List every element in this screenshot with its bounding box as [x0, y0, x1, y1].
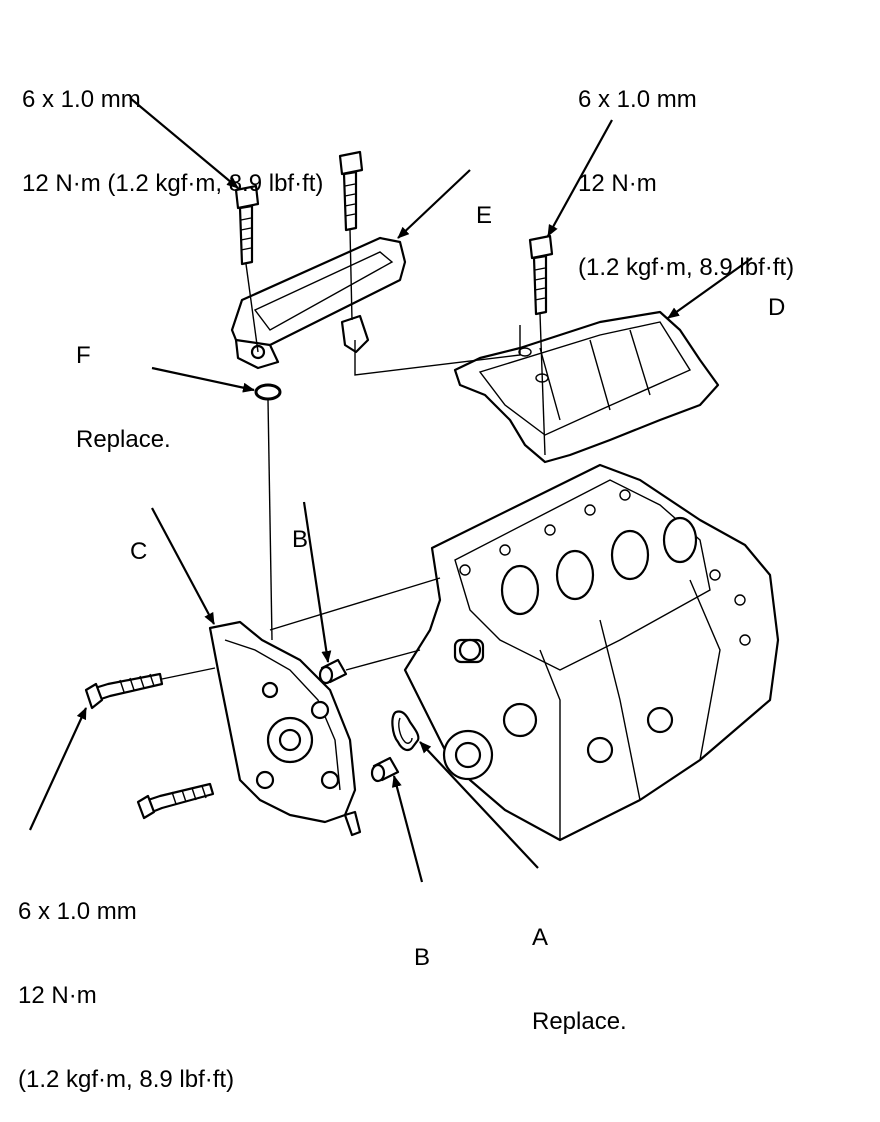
- alignment-lines: [161, 229, 546, 680]
- bolt-size-label: 6 x 1.0 mm: [578, 86, 697, 113]
- bolt-size-label: 6 x 1.0 mm: [18, 898, 137, 925]
- part-letter: E: [476, 202, 493, 229]
- oil-strainer-icon: [230, 236, 407, 370]
- bolt-strainer-right-icon: [338, 150, 364, 232]
- o-ring-gasket-icon: [391, 710, 420, 752]
- callout-a: A Replace.: [532, 868, 627, 1064]
- callout-e: E: [476, 146, 492, 258]
- part-letter: B: [292, 526, 309, 553]
- torque-spec-top-left: 6 x 1.0 mm 12 N·m (1.2 kgf·m, 8.9 lbf·ft…: [22, 30, 323, 226]
- oil-pump-icon: [208, 620, 362, 837]
- baffle-plate-icon: [453, 310, 720, 464]
- callout-d: D: [768, 238, 785, 350]
- torque-spec-top-right: 6 x 1.0 mm 12 N·m (1.2 kgf·m, 8.9 lbf·ft…: [578, 30, 794, 310]
- bolt-baffle-icon: [528, 234, 554, 316]
- dowel-pin-icon: [318, 658, 400, 783]
- leader-lines: [29, 97, 753, 883]
- callout-f: F Replace.: [76, 286, 171, 482]
- part-letter: F: [76, 342, 91, 369]
- engine-block: [403, 463, 780, 842]
- part-note: Replace.: [76, 426, 171, 453]
- bolt-pump-lower-icon: [136, 782, 215, 820]
- bolt-size-label: 6 x 1.0 mm: [22, 86, 141, 113]
- part-letter: B: [414, 944, 431, 971]
- torque-conversion-label: (1.2 kgf·m, 8.9 lbf·ft): [578, 254, 795, 281]
- torque-conversion-label: (1.2 kgf·m, 8.9 lbf·ft): [18, 1066, 235, 1093]
- torque-value-label: 12 N·m: [578, 170, 657, 197]
- torque-value-label: 12 N·m: [18, 982, 97, 1009]
- bolt-strainer-left-icon: [234, 184, 260, 266]
- o-ring-icon: [254, 383, 282, 401]
- callout-b-upper: B: [292, 470, 308, 582]
- torque-spec-bottom-left: 6 x 1.0 mm 12 N·m (1.2 kgf·m, 8.9 lbf·ft…: [18, 842, 234, 1122]
- callout-b-lower: B: [414, 888, 430, 1000]
- part-letter: A: [532, 924, 549, 951]
- exploded-view-drawing: [29, 97, 780, 883]
- torque-value-label: 12 N·m (1.2 kgf·m, 8.9 lbf·ft): [22, 170, 324, 197]
- callout-c: C: [130, 482, 147, 594]
- part-letter: C: [130, 538, 148, 565]
- part-note: Replace.: [532, 1008, 627, 1035]
- bolt-pump-upper-icon: [84, 672, 164, 710]
- part-letter: D: [768, 294, 786, 321]
